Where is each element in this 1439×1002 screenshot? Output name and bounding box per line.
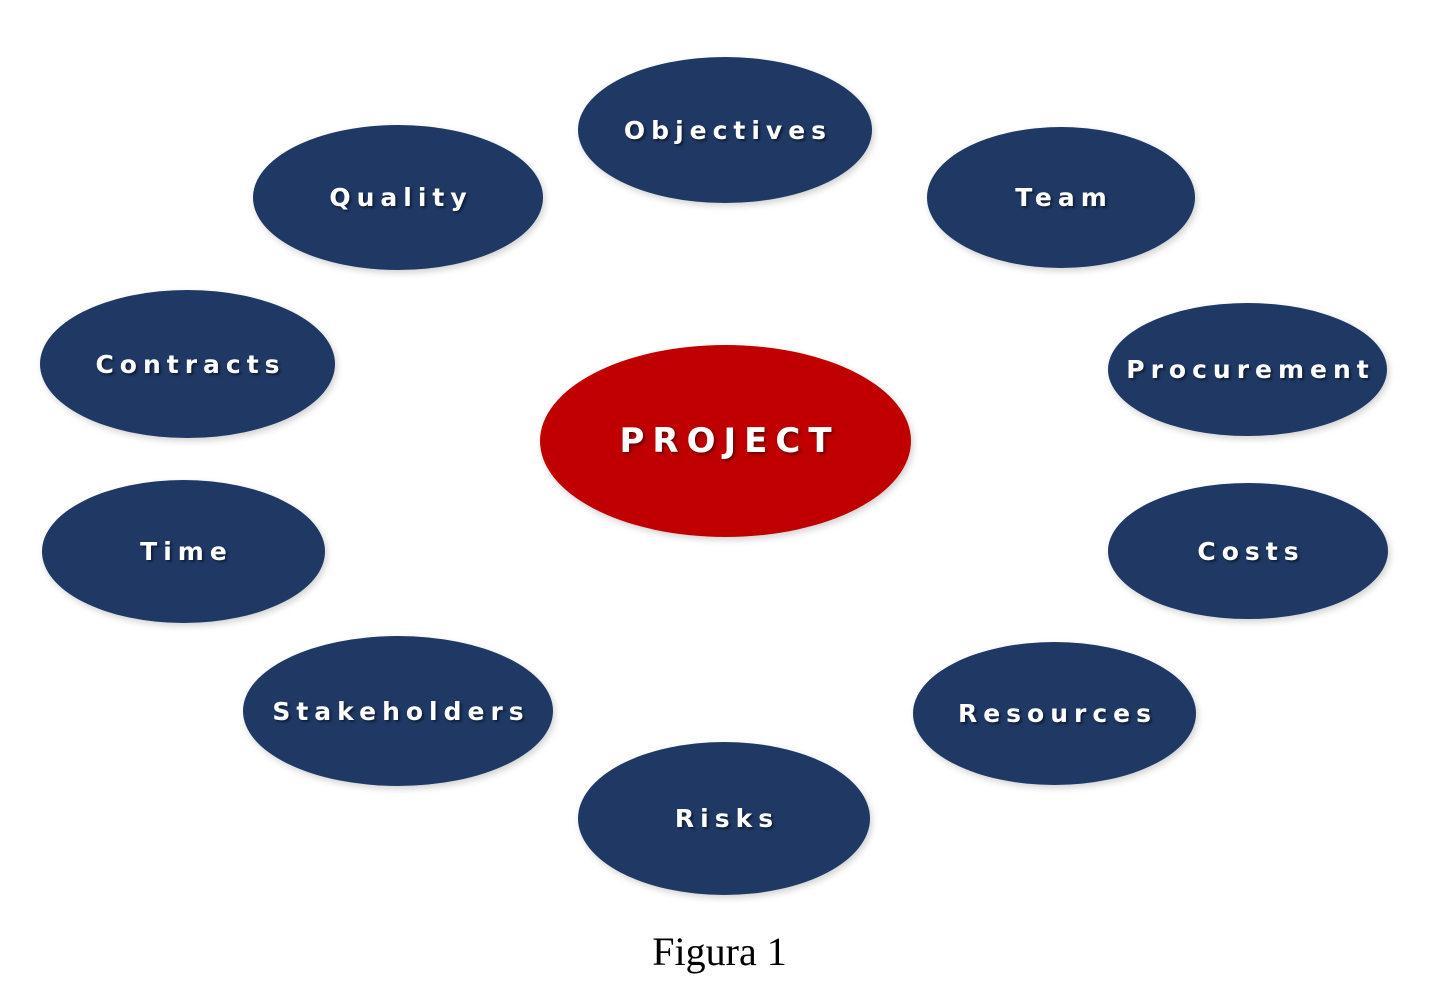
node-costs-label: Costs	[1197, 536, 1305, 566]
node-contracts: Contracts	[40, 290, 335, 438]
node-team: Team	[927, 127, 1195, 268]
node-objectives-label: Objectives	[623, 115, 833, 145]
node-risks-label: Risks	[674, 804, 780, 833]
node-risks: Risks	[578, 742, 870, 895]
node-time-label: Time	[140, 537, 233, 566]
node-stakeholders: Stakeholders	[243, 636, 553, 786]
node-project-label: PROJECT	[619, 421, 840, 461]
node-procurement: Procurement	[1108, 303, 1387, 436]
node-resources: Resources	[913, 642, 1196, 785]
node-team-label: Team	[1015, 183, 1113, 212]
node-quality-label: Quality	[329, 183, 473, 212]
figure-caption: Figura 1	[652, 929, 787, 974]
node-quality: Quality	[253, 125, 543, 270]
node-stakeholders-label: Stakeholders	[272, 696, 530, 726]
node-procurement-label: Procurement	[1126, 355, 1375, 384]
node-resources-label: Resources	[957, 699, 1158, 728]
node-project-center: PROJECT	[540, 345, 911, 537]
node-contracts-label: Contracts	[95, 349, 286, 379]
node-costs: Costs	[1108, 483, 1388, 619]
node-objectives: Objectives	[578, 57, 872, 203]
node-time: Time	[42, 480, 325, 623]
